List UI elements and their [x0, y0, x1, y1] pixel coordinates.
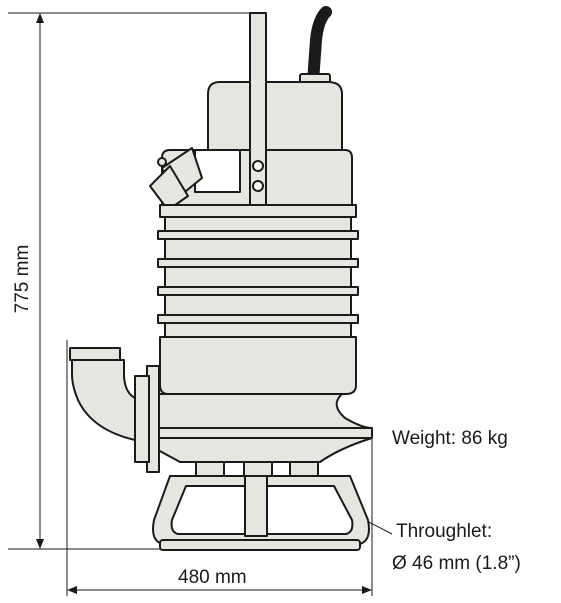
height-dimension-label: 775 mm [12, 244, 33, 314]
motor-collar [159, 204, 357, 218]
pump-body [69, 6, 373, 551]
weight-label: Weight: 86 kg [392, 428, 508, 449]
cooling-fins [157, 216, 359, 338]
width-dimension-label: 480 mm [178, 567, 247, 588]
connection-box [194, 149, 241, 193]
cable [307, 6, 332, 88]
throughlet-label: Throughlet: [396, 521, 493, 542]
lower-body [159, 336, 357, 395]
throughlet-diameter-label: Ø 46 mm (1.8”) [392, 553, 521, 574]
motor-top [207, 81, 343, 151]
discharge-elbow [69, 347, 136, 441]
